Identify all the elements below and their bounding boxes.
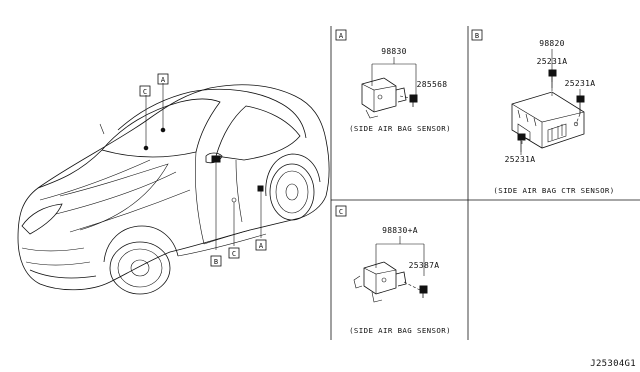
panel-c: C 98830+A 25387A (SIDE AIR BAG SENSOR)	[335, 205, 451, 335]
marker-b-bottom: B	[210, 255, 222, 267]
part-number-98820: 98820	[539, 39, 565, 48]
part-number-285568: 285568	[417, 80, 448, 89]
marker-letter: C	[143, 88, 147, 96]
side-air-bag-sensor-drawing	[361, 77, 407, 119]
panel-c-tag	[335, 205, 347, 217]
marker-letter: C	[232, 250, 236, 258]
side-air-bag-sensor-c-drawing	[353, 261, 407, 303]
panel-a-caption: (SIDE AIR BAG SENSOR)	[349, 124, 451, 133]
part-number-98830: 98830	[381, 47, 407, 56]
vehicle-illustration	[17, 83, 330, 295]
diagram-reference-code: J25304G1	[590, 359, 636, 369]
part-number-25231a-top: 25231A	[537, 57, 568, 66]
panel-b-letter: B	[475, 32, 479, 40]
part-number-25387a: 25387A	[409, 261, 440, 270]
bolt-25231a-bottom-drawing	[517, 133, 526, 155]
panel-b: B 98820 25231A 25231A 25231A	[471, 29, 614, 195]
part-number-98830-a: 98830+A	[382, 226, 418, 235]
part-number-25231a-right: 25231A	[565, 79, 596, 88]
panel-a-tag	[335, 29, 347, 41]
marker-c-top: C	[139, 85, 151, 97]
marker-a-top: A	[157, 73, 169, 85]
air-bag-ctr-sensor-unit-drawing	[511, 91, 585, 149]
marker-c-bottom: C	[228, 247, 240, 259]
bolt-285568-drawing	[399, 94, 418, 107]
bolt-25231a-top-drawing	[548, 69, 557, 98]
marker-letter: B	[214, 258, 218, 266]
panel-a: A 98830 285568 (SIDE AIR BAG SENSOR)	[335, 29, 451, 133]
bolt-25387a-drawing	[403, 281, 428, 298]
part-number-25231a-bottom: 25231A	[505, 155, 536, 164]
panel-b-tag	[471, 29, 483, 41]
marker-a-bottom: A	[255, 239, 267, 251]
bolt-25231a-right-drawing	[575, 89, 585, 125]
marker-letter: A	[259, 242, 264, 250]
panel-grid	[330, 26, 640, 340]
panel-b-caption: (SIDE AIR BAG CTR SENSOR)	[493, 186, 614, 195]
panel-c-caption: (SIDE AIR BAG SENSOR)	[349, 326, 451, 335]
marker-letter: A	[161, 76, 166, 84]
panel-c-letter: C	[339, 208, 343, 216]
panel-a-letter: A	[339, 32, 344, 40]
